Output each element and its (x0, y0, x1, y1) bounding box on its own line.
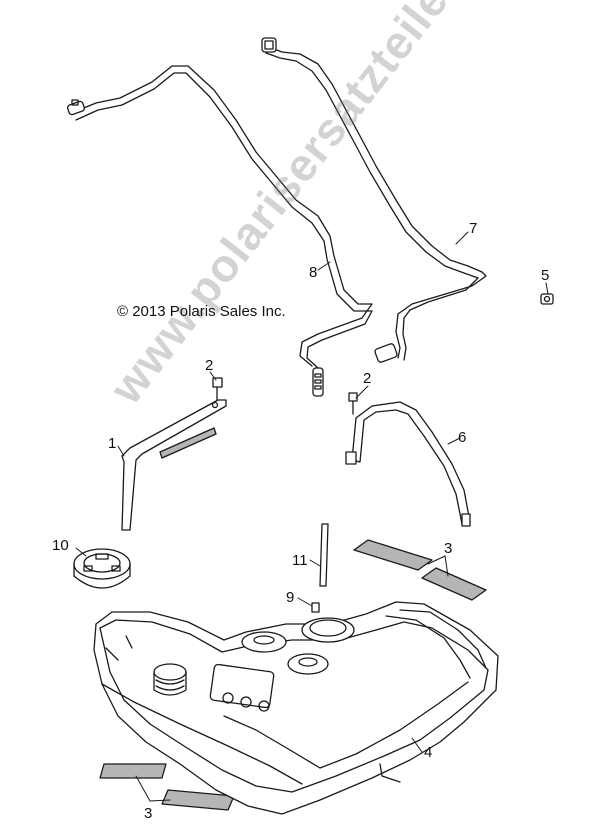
callout-9: 9 (286, 589, 295, 606)
callout-3-lower: 3 (144, 805, 153, 822)
vent-line-8 (66, 65, 373, 397)
callout-1: 1 (108, 435, 117, 452)
fuel-tank-4 (93, 601, 499, 815)
leader-lines (75, 231, 549, 802)
callout-8: 8 (309, 264, 318, 281)
callout-3-upper: 3 (444, 540, 453, 557)
callout-5: 5 (541, 267, 550, 284)
tube-11 (319, 523, 329, 587)
screw-2-left (212, 377, 223, 401)
callout-2-right: 2 (363, 370, 372, 387)
callout-11: 11 (292, 552, 308, 569)
fuel-cap-10 (73, 548, 131, 589)
callout-7: 7 (469, 220, 478, 237)
callout-2-left: 2 (205, 357, 214, 374)
callout-6: 6 (458, 429, 467, 446)
screw-2-right (348, 392, 358, 415)
clip-5 (540, 293, 554, 305)
pads-3-lower (99, 763, 235, 811)
vent-line-7 (261, 37, 487, 363)
pad-1-strip (159, 427, 217, 459)
copyright-notice: © 2013 Polaris Sales Inc. (117, 303, 286, 320)
callout-4: 4 (424, 744, 433, 761)
fitting-9 (311, 602, 320, 613)
callout-10: 10 (52, 537, 69, 554)
strap-6 (345, 401, 471, 527)
strap-1 (121, 399, 227, 531)
pads-3-upper (353, 539, 487, 601)
